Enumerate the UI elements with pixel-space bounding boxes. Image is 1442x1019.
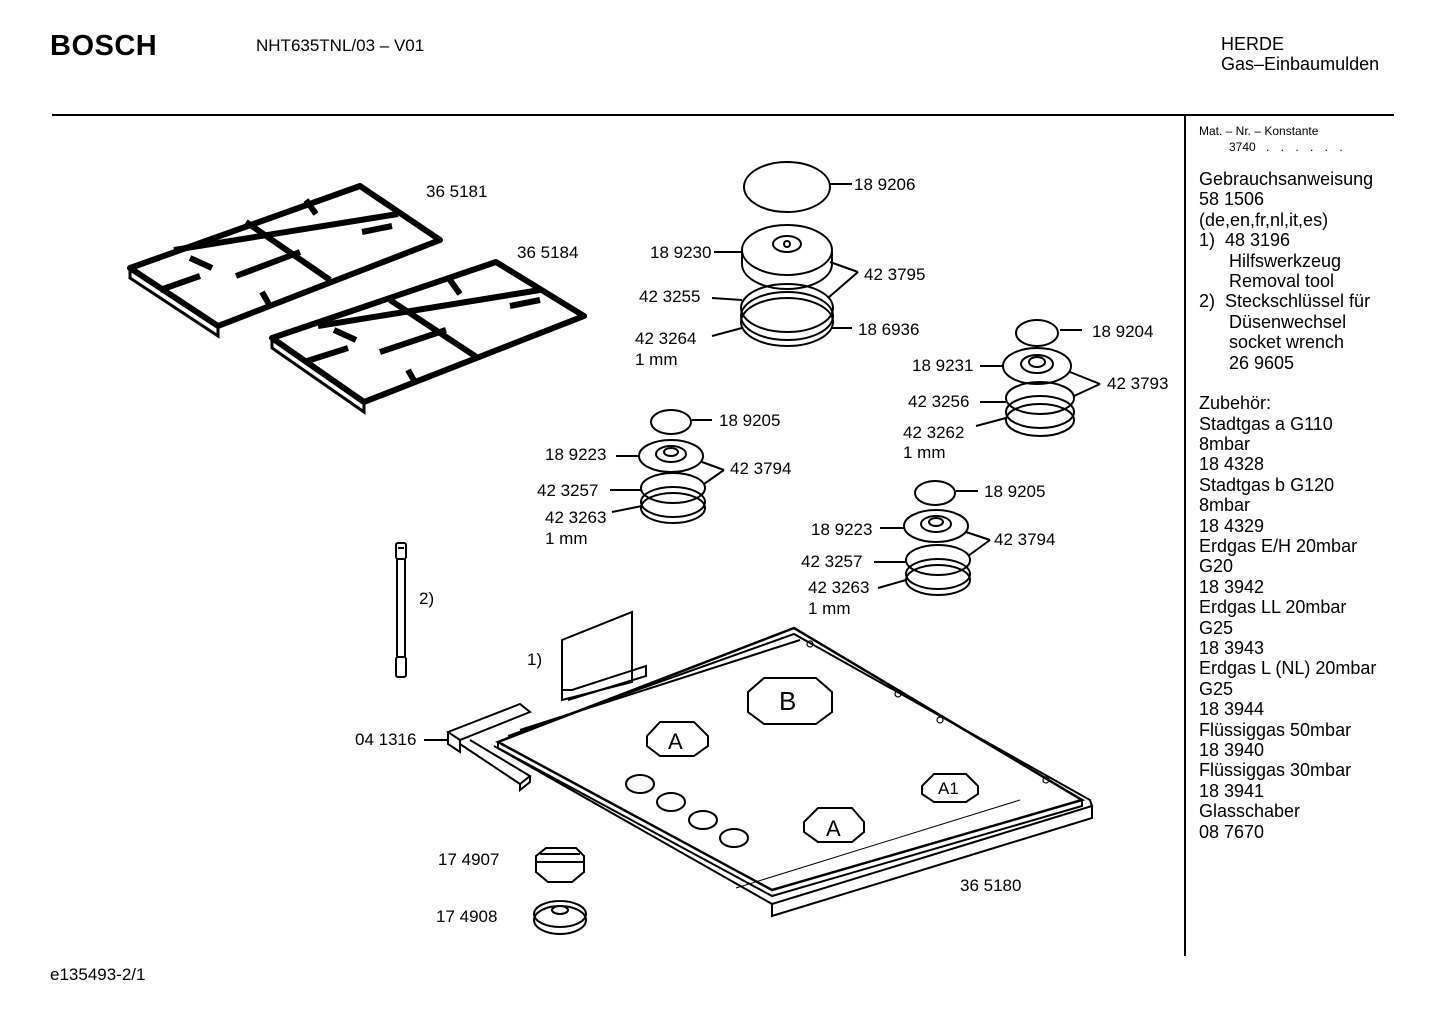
label-small2-seal: 42 3257 [801, 552, 863, 571]
accessory-line: 18 3943 [1199, 637, 1265, 658]
accessory-line: 18 3942 [1199, 576, 1265, 597]
accessory-line: G20 [1199, 556, 1234, 577]
accessory-line: G25 [1199, 617, 1234, 638]
pan-support-right [269, 259, 587, 415]
label-med-gasket: 42 3262 [903, 423, 965, 442]
brand-logo: BOSCH [50, 30, 158, 62]
header-divider [52, 114, 1394, 116]
accessory-line: 1) 48 3196 [1199, 230, 1291, 251]
label-small1-gasket: 42 3263 [545, 508, 607, 527]
label-med-ring-pair: 42 3793 [1107, 374, 1169, 393]
small-burner-stack-1 [610, 409, 725, 524]
accessory-line: socket wrench [1199, 332, 1345, 353]
label-small2-cap: 18 9205 [984, 482, 1046, 501]
label-seal-strip: 04 1316 [355, 730, 417, 749]
accessory-line: (de,en,fr,nl,it,es) [1199, 209, 1329, 230]
label-small2-head: 18 9223 [811, 520, 873, 539]
accessory-line: Removal tool [1199, 270, 1335, 291]
label-removal-tool-marker: 1) [527, 650, 543, 669]
label-med-cap: 18 9204 [1092, 322, 1154, 341]
accessory-line: 8mbar [1199, 434, 1251, 455]
sidebar-divider [1184, 116, 1186, 956]
category-subtitle: Gas–Einbaumulden [1221, 54, 1380, 74]
mat-number-dots: . . . . . . [1266, 140, 1347, 154]
label-small2-ring-pair: 42 3794 [994, 530, 1056, 549]
label-small2-gasket: 42 3263 [808, 578, 870, 597]
label-socket-wrench-marker: 2) [419, 589, 435, 608]
accessory-line: Stadtgas b G120 [1199, 474, 1335, 495]
label-grate-left: 36 5181 [426, 182, 488, 201]
accessory-line: Erdgas LL 20mbar [1199, 597, 1347, 618]
accessory-line: G25 [1199, 678, 1234, 699]
category-title: HERDE [1221, 34, 1285, 54]
accessory-line: Erdgas L (NL) 20mbar [1199, 658, 1377, 679]
accessory-line: Flüssiggas 50mbar [1199, 719, 1352, 740]
mat-number-header: Mat. – Nr. – Konstante [1199, 124, 1319, 138]
burner-mark-a-front: A [826, 816, 841, 841]
label-hob: 36 5180 [960, 876, 1022, 895]
label-med-seal: 42 3256 [908, 392, 970, 411]
accessory-line: Glasschaber [1199, 801, 1301, 822]
label-big-gasket-size: 1 mm [635, 350, 678, 369]
accessory-line: Gebrauchsanweisung [1199, 169, 1374, 189]
accessory-line: 08 7670 [1199, 821, 1265, 842]
label-small1-ring-pair: 42 3794 [730, 459, 792, 478]
label-big-ring-pair: 42 3795 [864, 265, 926, 284]
mat-number-value: 3740 [1229, 140, 1256, 154]
medium-burner-stack [975, 319, 1101, 437]
hob-glass [493, 626, 1094, 918]
label-big-seal: 42 3255 [639, 287, 701, 306]
pan-support-left [127, 183, 443, 339]
socket-wrench [395, 542, 407, 678]
accessory-line: Hilfswerkzeug [1199, 250, 1342, 271]
accessory-line: 18 4329 [1199, 515, 1265, 536]
label-big-gasket: 42 3264 [635, 329, 697, 348]
accessory-line: 8mbar [1199, 495, 1251, 516]
label-big-ring-lower: 18 6936 [858, 320, 920, 339]
accessory-line: 26 9605 [1199, 352, 1295, 373]
accessory-line: 18 3940 [1199, 739, 1265, 760]
burner-mark-a-left: A [668, 729, 683, 754]
removal-tool [561, 610, 647, 702]
label-small1-cap: 18 9205 [719, 411, 781, 430]
accessory-line: Erdgas E/H 20mbar [1199, 536, 1358, 557]
big-burner-stack [711, 161, 859, 347]
accessory-line: 18 4328 [1199, 454, 1265, 475]
label-knob-cap: 17 4908 [436, 907, 498, 926]
label-small2-gasket-size: 1 mm [808, 599, 851, 618]
label-small1-head: 18 9223 [545, 445, 607, 464]
burner-mark-b: B [779, 686, 797, 716]
label-big-cap: 18 9206 [854, 175, 916, 194]
accessory-line: 2) Steckschlüssel für [1199, 291, 1371, 312]
accessory-line: Zubehör: [1199, 393, 1272, 414]
model-number: NHT635TNL/03 – V01 [256, 36, 425, 55]
label-knob: 17 4907 [438, 850, 500, 869]
label-grate-right: 36 5184 [517, 243, 579, 262]
accessory-line: 18 3941 [1199, 780, 1265, 801]
label-small1-seal: 42 3257 [537, 481, 599, 500]
accessory-line: 18 3944 [1199, 699, 1265, 720]
knob-cap [533, 900, 587, 935]
label-small1-gasket-size: 1 mm [545, 529, 588, 548]
label-med-gasket-size: 1 mm [903, 443, 946, 462]
small-burner-stack-2 [874, 480, 991, 596]
burner-mark-a1: A1 [938, 779, 959, 798]
label-big-head: 18 9230 [650, 243, 712, 262]
accessory-line: 58 1506 [1199, 189, 1265, 210]
control-knob [535, 847, 585, 883]
accessory-line: Düsenwechsel [1199, 311, 1347, 332]
document-id: e135493-2/1 [50, 965, 146, 984]
accessory-line: Stadtgas a G110 [1199, 413, 1333, 434]
accessory-line: Flüssiggas 30mbar [1199, 760, 1352, 781]
seal-strip [424, 702, 532, 793]
label-med-head: 18 9231 [912, 356, 974, 375]
